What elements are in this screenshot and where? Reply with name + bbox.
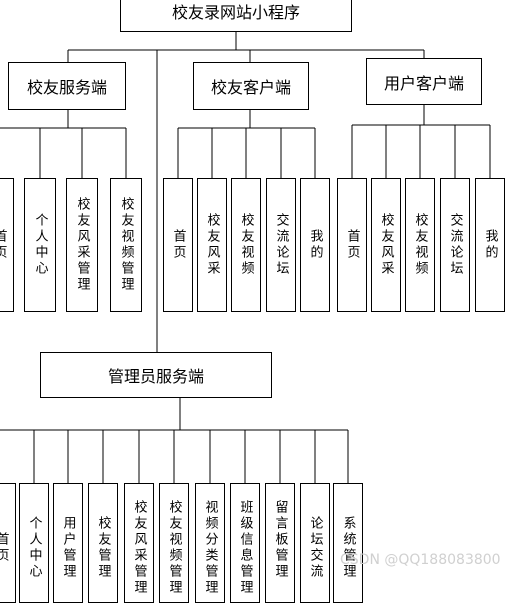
leaf-label: 论坛交流 [307, 516, 323, 580]
leaf-label: 校友管理 [95, 516, 111, 580]
leaf-node: 留言板管理 [265, 483, 295, 603]
leaf-label: 我的 [482, 229, 498, 261]
leaf-node: 个人中心 [19, 483, 49, 603]
leaf-label: 首页 [344, 229, 360, 261]
leaf-label: 校友视频 [238, 213, 254, 277]
leaf-label: 系统管理 [340, 516, 356, 580]
leaf-node: 系统管理 [333, 483, 363, 603]
leaf-node: 论坛交流 [300, 483, 330, 603]
connector-lines [0, 32, 491, 483]
leaf-node: 校友视频 [405, 178, 435, 312]
leaf-label: 校友风采 [204, 213, 220, 277]
leaf-label: 用户管理 [60, 516, 76, 580]
leaf-node: 校友视频 [231, 178, 261, 312]
leaf-node: 用户管理 [53, 483, 83, 603]
alumni-service-label: 校友服务端 [26, 78, 107, 97]
leaf-label: 首页 [0, 229, 7, 261]
leaf-label: 交流论坛 [447, 213, 463, 277]
leaf-node: 交流论坛 [266, 178, 296, 312]
leaf-label: 视频分类管理 [202, 500, 218, 596]
leaf-label: 校友视频 [412, 213, 428, 277]
leaf-node: 视频分类管理 [195, 483, 225, 603]
leaf-node: 我的 [300, 178, 330, 312]
alumni-service-node: 校友服务端 [8, 62, 126, 110]
leaf-node: 校友风采 [371, 178, 401, 312]
root-label: 校友录网站小程序 [171, 3, 300, 22]
leaf-node: 校友视频管理 [159, 483, 189, 603]
leaf-label: 交流论坛 [273, 213, 289, 277]
leaf-node: 校友管理 [88, 483, 118, 603]
leaf-label: 留言板管理 [272, 500, 288, 580]
leaf-label: 校友风采管理 [74, 197, 90, 293]
leaf-node: 交流论坛 [440, 178, 470, 312]
root-node: 校友录网站小程序 [120, 0, 352, 32]
leaf-node: 校友风采 [197, 178, 227, 312]
leaf-label: 校友风采 [378, 213, 394, 277]
leaf-label: 首页 [170, 229, 186, 261]
leaf-node: 首页 [0, 483, 16, 603]
leaf-label: 个人中心 [32, 213, 48, 277]
admin-service-node: 管理员服务端 [40, 352, 272, 398]
leaf-node: 首页 [163, 178, 193, 312]
leaf-label: 校友风采管理 [131, 500, 147, 596]
leaf-label: 个人中心 [26, 516, 42, 580]
leaf-node: 校友风采管理 [124, 483, 154, 603]
user-client-node: 用户客户端 [366, 58, 482, 105]
leaf-node: 校友视频管理 [110, 178, 142, 312]
leaf-node: 班级信息管理 [230, 483, 260, 603]
leaf-node: 首页 [337, 178, 367, 312]
leaf-label: 校友视频管理 [166, 500, 182, 596]
alumni-client-node: 校友客户端 [193, 62, 309, 110]
user-client-label: 用户客户端 [383, 73, 464, 93]
leaf-node: 首页 [0, 178, 14, 312]
leaf-node: 校友风采管理 [66, 178, 98, 312]
leaf-label: 班级信息管理 [237, 500, 253, 596]
leaf-label: 首页 [0, 532, 9, 564]
watermark: CSDN @QQ188083800 [340, 552, 501, 568]
leaf-label: 校友视频管理 [118, 197, 134, 293]
leaf-node: 我的 [475, 178, 505, 312]
alumni-client-label: 校友客户端 [210, 78, 291, 97]
admin-service-label: 管理员服务端 [107, 367, 204, 386]
leaf-label: 我的 [307, 229, 323, 261]
leaf-node: 个人中心 [24, 178, 56, 312]
